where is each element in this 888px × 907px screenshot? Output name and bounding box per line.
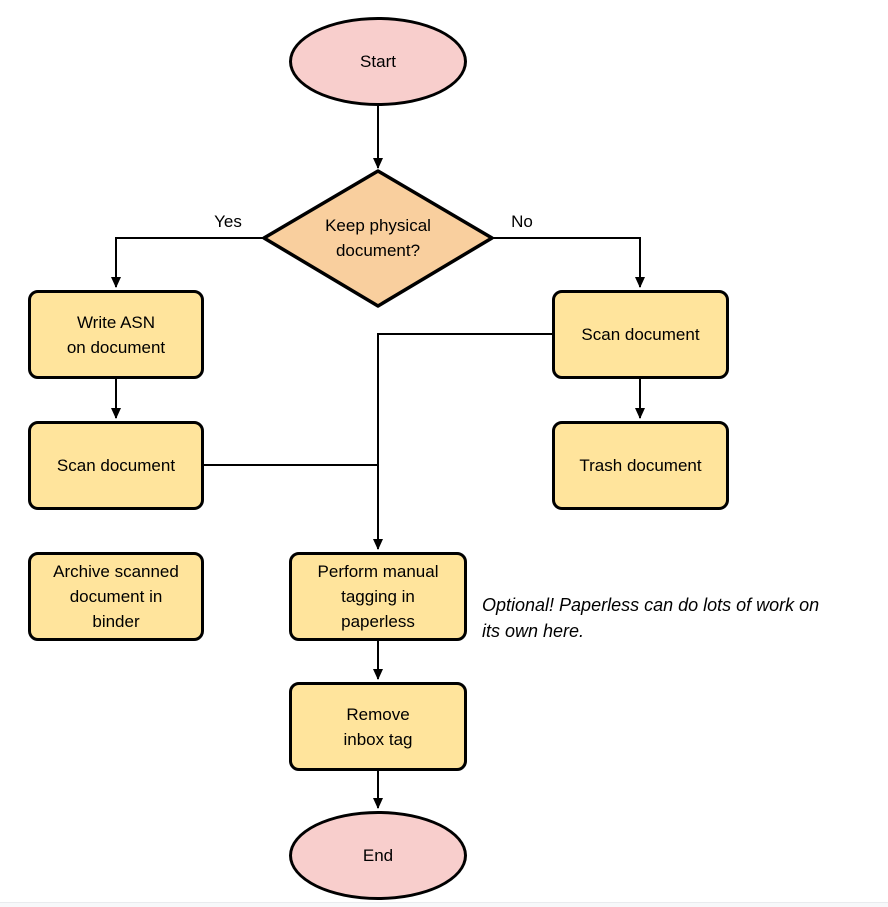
- connector-decision-no: [491, 237, 645, 288]
- edge-label-yes: Yes: [214, 212, 242, 231]
- connector-decision-yes: [111, 237, 265, 288]
- note-optional: Optional! Paperless can do lots of work …: [482, 595, 820, 641]
- node-manual-tagging-label: Perform manual tagging in paperless: [317, 562, 439, 631]
- decision-diamond-shape: [262, 169, 494, 308]
- node-trash-document: Trash document: [552, 421, 729, 510]
- node-end: End: [289, 811, 467, 900]
- node-remove-inbox-tag-label: Remove inbox tag: [343, 704, 413, 749]
- node-trash-document-label: Trash document: [579, 456, 702, 475]
- node-end-label: End: [362, 846, 394, 865]
- node-decision-label: Keep physical document?: [325, 216, 431, 260]
- bottom-edge-strip: [0, 902, 888, 907]
- node-remove-inbox-tag: Remove inbox tag: [289, 682, 467, 771]
- node-archive-binder: Archive scanned document in binder: [28, 552, 204, 641]
- node-start: Start: [289, 17, 467, 106]
- node-scan-document-right-label: Scan document: [581, 325, 700, 344]
- node-manual-tagging: Perform manual tagging in paperless: [289, 552, 467, 641]
- connector-scanright-to-tagging: [373, 333, 552, 550]
- node-archive-binder-label: Archive scanned document in binder: [53, 562, 179, 631]
- node-scan-document-left-label: Scan document: [56, 456, 176, 475]
- node-scan-document-right: Scan document: [552, 290, 729, 379]
- node-write-asn-label: Write ASN on document: [66, 312, 166, 357]
- node-scan-document-left: Scan document: [28, 421, 204, 510]
- edge-label-no: No: [511, 212, 533, 231]
- node-start-label: Start: [360, 52, 396, 71]
- node-decision: Keep physical document?: [288, 203, 468, 273]
- node-write-asn: Write ASN on document: [28, 290, 204, 379]
